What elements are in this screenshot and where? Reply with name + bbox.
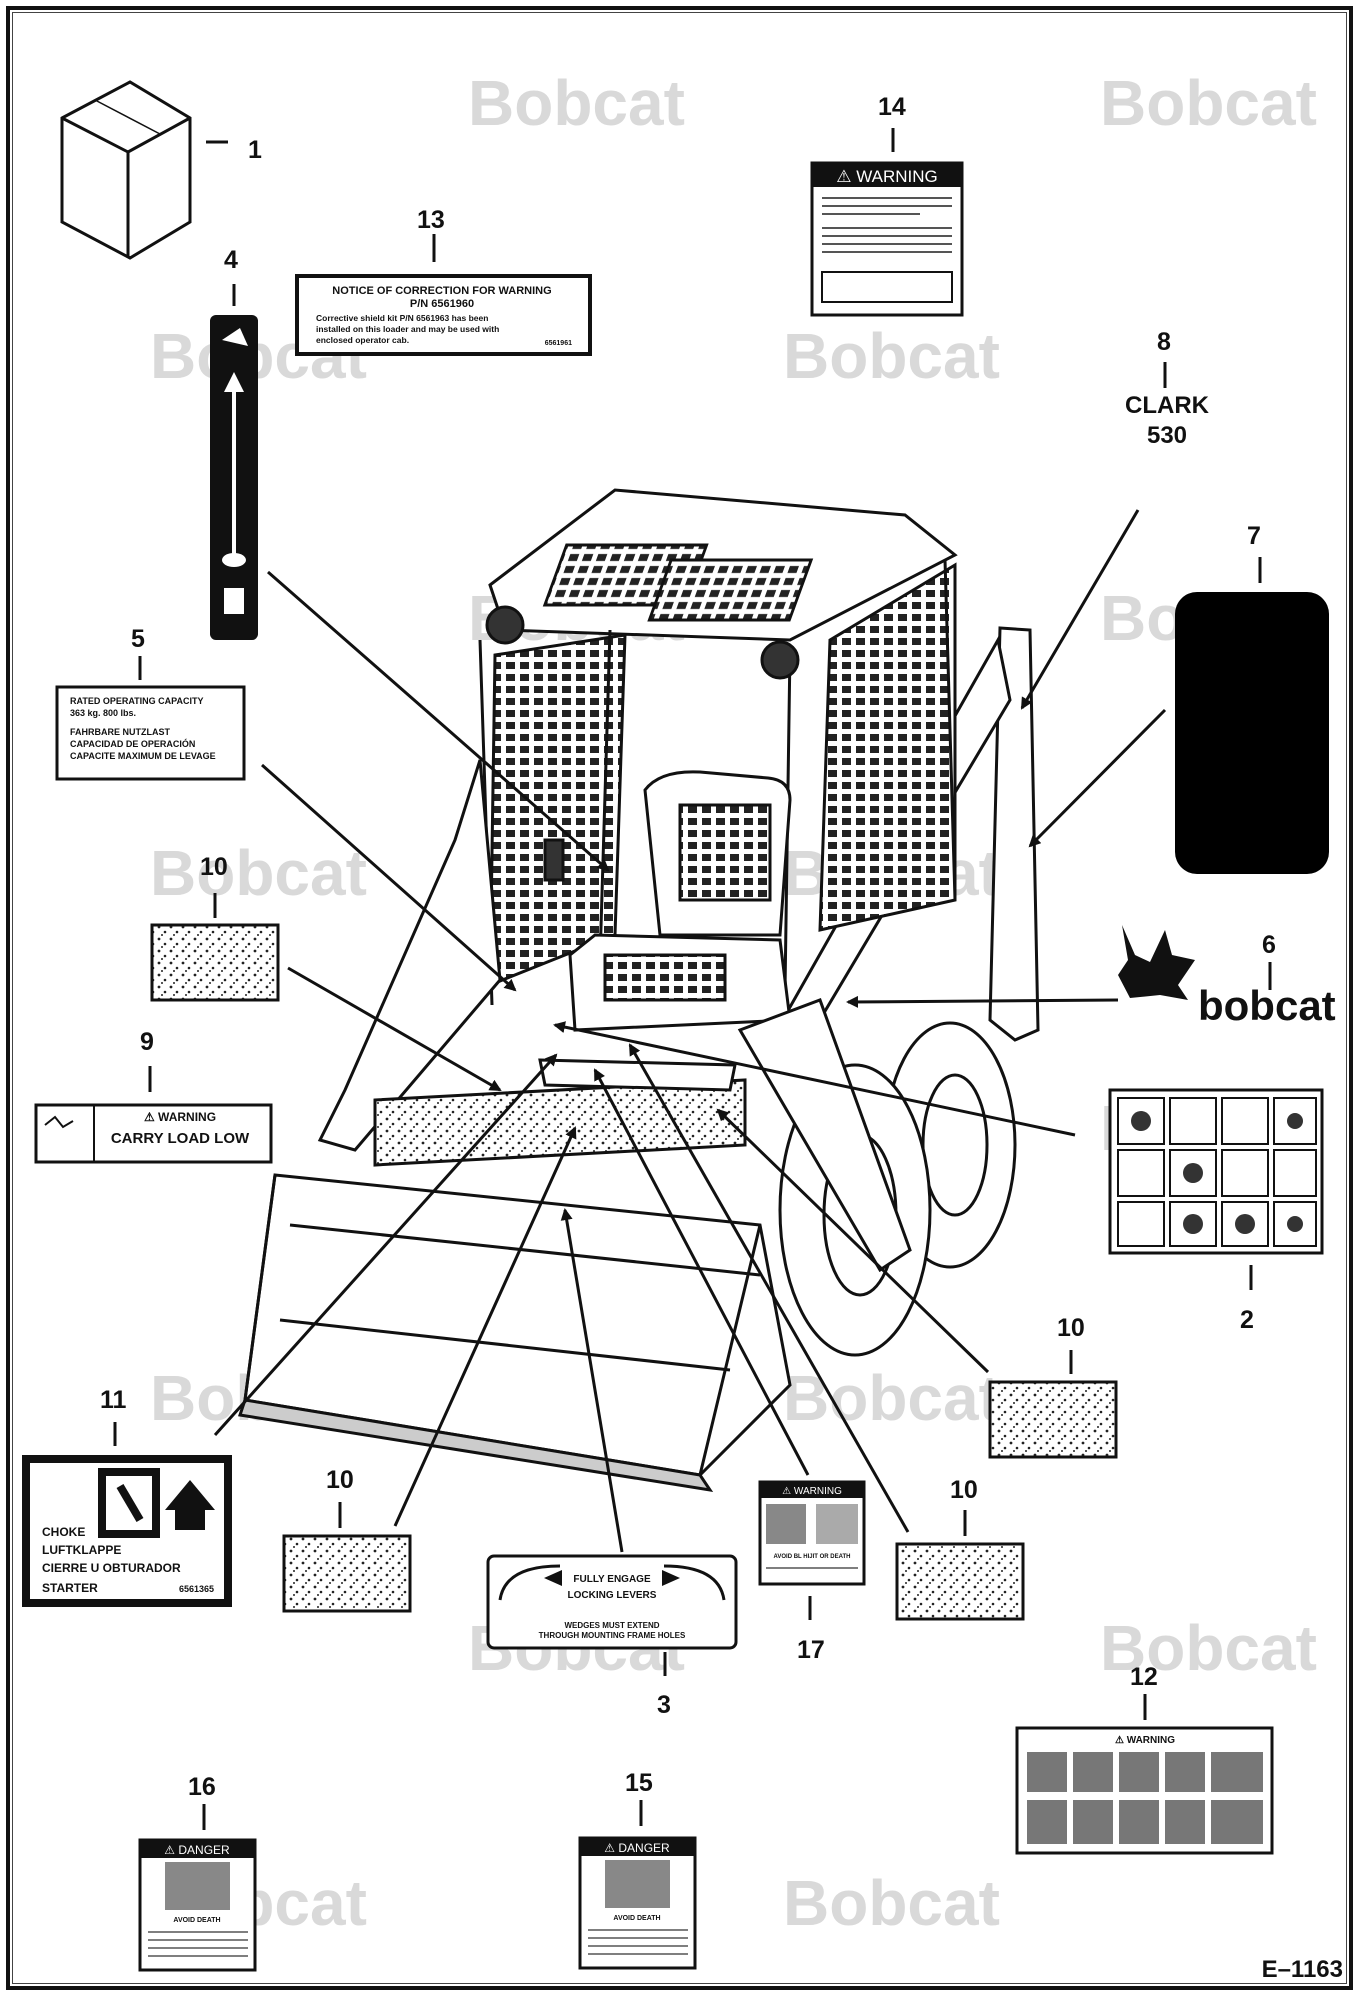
svg-text:FULLY ENGAGE: FULLY ENGAGE (573, 1574, 651, 1585)
decal-2-control-symbols (1108, 1088, 1324, 1255)
callout-10: 10 (1057, 1314, 1085, 1342)
svg-text:FAHRBARE NUTZLAST: FAHRBARE NUTZLAST (70, 727, 170, 737)
callout-12: 12 (1130, 1663, 1158, 1691)
page-inner-border (12, 12, 1347, 1984)
callout-14: 14 (878, 93, 906, 121)
decal-17-warning: ⚠ WARNING AVOID BL HIJIT OR DEATH (758, 1480, 866, 1586)
decal-14-warning: ⚠ WARNING (810, 161, 964, 317)
loader-drawing (238, 488, 1040, 1493)
svg-text:CAPACIDAD DE OPERACIÓN: CAPACIDAD DE OPERACIÓN (70, 738, 195, 749)
page-border (6, 6, 1353, 1990)
decal-9-carry-load-low: ⚠ WARNING CARRY LOAD LOW (34, 1103, 273, 1164)
decal-10-stippled (988, 1380, 1118, 1459)
callout-16: 16 (188, 1773, 216, 1801)
callout-5: 5 (131, 625, 145, 653)
callout-6: 6 (1262, 931, 1276, 959)
callout-1: 1 (248, 136, 262, 164)
svg-text:LOCKING LEVERS: LOCKING LEVERS (568, 1590, 657, 1601)
decal-10-stippled (282, 1534, 412, 1613)
callout-3: 3 (657, 1691, 671, 1719)
svg-text:⚠ WARNING: ⚠ WARNING (1115, 1735, 1175, 1746)
decal-8-clark-530: CLARK 530 (1125, 392, 1210, 449)
watermark: Bobcat (1100, 67, 1317, 139)
svg-text:⚠ WARNING: ⚠ WARNING (144, 1110, 216, 1124)
svg-text:⚠ WARNING: ⚠ WARNING (782, 1486, 842, 1497)
decal-6-bobcat-logo: bobcat (1118, 925, 1336, 1029)
svg-text:CAPACITE MAXIMUM DE LEVAGE: CAPACITE MAXIMUM DE LEVAGE (70, 751, 216, 761)
watermark: Bobcat (1100, 1612, 1317, 1684)
svg-text:⚠ DANGER: ⚠ DANGER (164, 1843, 230, 1857)
svg-text:CHOKE: CHOKE (42, 1525, 85, 1539)
callout-2: 2 (1240, 1306, 1254, 1334)
decal-16-danger: ⚠ DANGER AVOID DEATH (138, 1838, 257, 1972)
callout-11: 11 (100, 1386, 127, 1414)
svg-text:⚠ DANGER: ⚠ DANGER (604, 1841, 670, 1855)
decal-15-danger: ⚠ DANGER AVOID DEATH (578, 1836, 697, 1970)
svg-text:AVOID BL HIJIT OR DEATH: AVOID BL HIJIT OR DEATH (773, 1554, 850, 1560)
callout-8: 8 (1157, 328, 1171, 356)
svg-text:CIERRE U OBTURADOR: CIERRE U OBTURADOR (42, 1561, 181, 1575)
leader-arrows (213, 509, 1167, 1553)
decal-10-stippled (150, 923, 280, 1002)
watermark: Bobcat (783, 1867, 1000, 1939)
svg-text:CARRY LOAD LOW: CARRY LOAD LOW (111, 1130, 250, 1147)
svg-text:THROUGH MOUNTING FRAME HOLES: THROUGH MOUNTING FRAME HOLES (539, 1631, 686, 1640)
decal-5-rated-capacity: RATED OPERATING CAPACITY 363 kg. 800 lbs… (55, 685, 246, 781)
watermark: Bobcat (783, 320, 1000, 392)
svg-text:enclosed operator cab.: enclosed operator cab. (316, 335, 409, 345)
figure-id: E–1163 (1261, 1956, 1343, 1983)
svg-text:P/N 6561960: P/N 6561960 (410, 298, 474, 310)
svg-text:6561961: 6561961 (545, 340, 572, 347)
svg-text:530: 530 (1147, 422, 1187, 449)
decal-13-notice-correction: NOTICE OF CORRECTION FOR WARNING P/N 656… (295, 274, 592, 356)
svg-text:installed on this loader and m: installed on this loader and may be used… (316, 324, 499, 334)
svg-text:NOTICE OF CORRECTION FOR WARNI: NOTICE OF CORRECTION FOR WARNING (332, 285, 551, 297)
svg-text:CLARK: CLARK (1125, 392, 1210, 419)
svg-text:STARTER: STARTER (42, 1581, 98, 1595)
svg-text:LUFTKLAPPE: LUFTKLAPPE (42, 1543, 121, 1557)
callout-9: 9 (140, 1028, 154, 1056)
callout-10: 10 (326, 1466, 354, 1494)
decal-7-black-panel (1175, 592, 1329, 874)
callout-13: 13 (417, 206, 445, 234)
callout-15: 15 (625, 1769, 653, 1797)
decal-12-warning: ⚠ WARNING (1015, 1726, 1274, 1855)
decal-3-locking-levers: FULLY ENGAGE LOCKING LEVERS WEDGES MUST … (486, 1554, 738, 1650)
decal-1-box (60, 80, 192, 260)
svg-text:bobcat: bobcat (1198, 982, 1336, 1029)
svg-text:AVOID DEATH: AVOID DEATH (173, 1917, 220, 1924)
svg-text:AVOID DEATH: AVOID DEATH (613, 1915, 660, 1922)
callout-10: 10 (950, 1476, 978, 1504)
watermark: Bobcat (150, 837, 367, 909)
callout-10: 10 (200, 853, 228, 881)
callout-17: 17 (797, 1636, 825, 1664)
svg-text:WEDGES MUST EXTEND: WEDGES MUST EXTEND (564, 1621, 659, 1630)
svg-text:Corrective shield kit P/N 6561: Corrective shield kit P/N 6561963 has be… (316, 313, 488, 323)
svg-text:363 kg. 800 lbs.: 363 kg. 800 lbs. (70, 708, 136, 718)
svg-text:⚠ WARNING: ⚠ WARNING (836, 167, 938, 186)
decal-4-direction-strip (210, 315, 258, 640)
decal-10-stippled (895, 1542, 1025, 1621)
callout-7: 7 (1247, 522, 1261, 550)
decal-11-choke-starter: CHOKE LUFTKLAPPE CIERRE U OBTURADOR STAR… (22, 1455, 232, 1607)
callout-4: 4 (224, 246, 238, 274)
svg-text:6561365: 6561365 (179, 1584, 214, 1594)
svg-text:RATED OPERATING CAPACITY: RATED OPERATING CAPACITY (70, 696, 204, 706)
watermark: Bobcat (468, 67, 685, 139)
